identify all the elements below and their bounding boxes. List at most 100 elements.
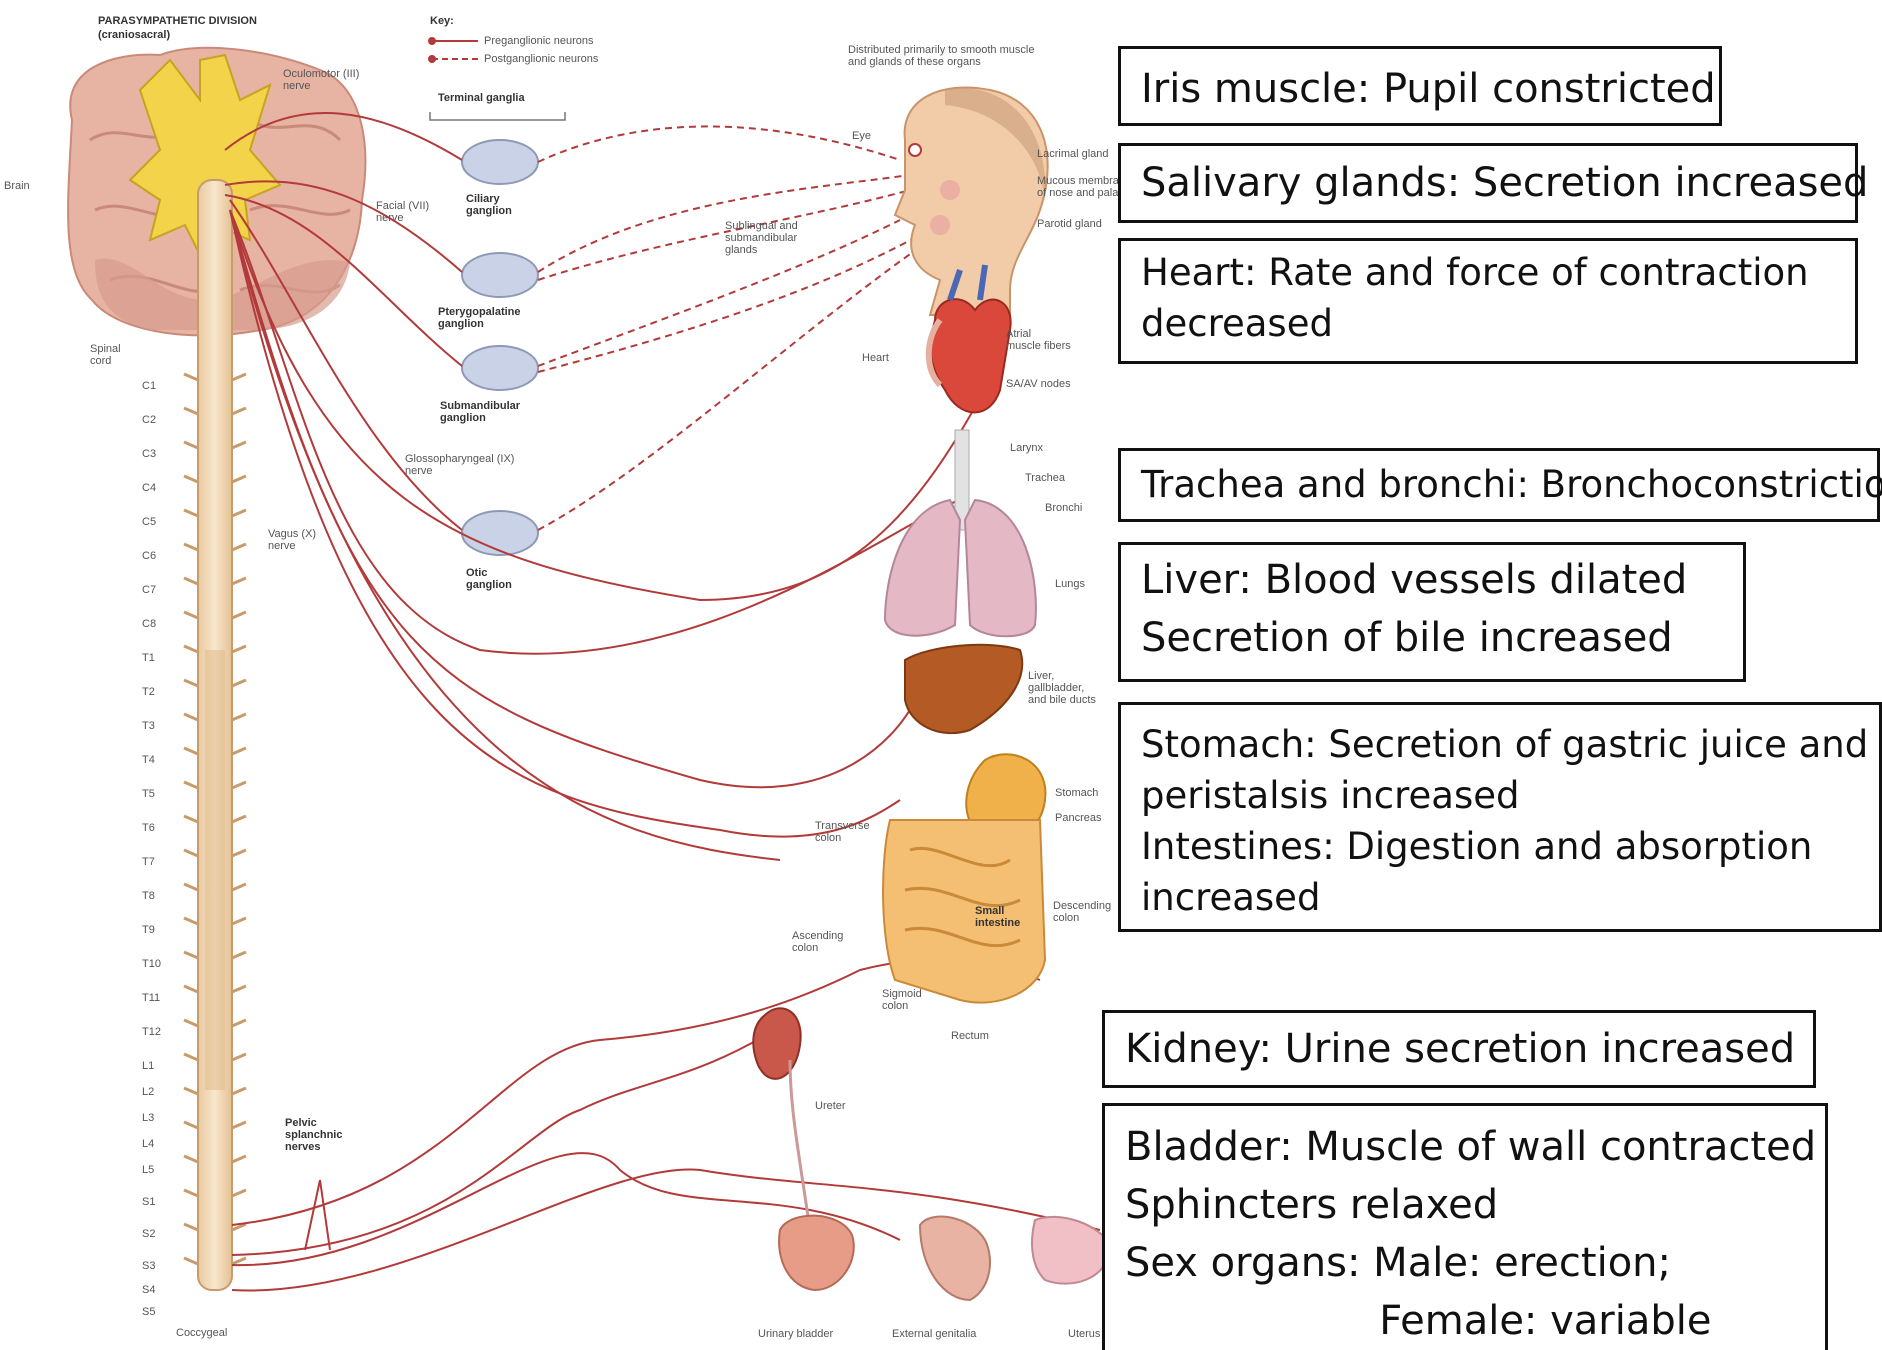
distributed-note: Distributed primarily to smooth muscle a… (848, 44, 1034, 68)
kidney-organ (753, 1008, 800, 1079)
terminal-ganglia-bracket (430, 112, 565, 120)
effect-line: Stomach: Secretion of gastric juice and (1141, 719, 1879, 770)
bladder-organ (779, 1216, 854, 1290)
segment-label: L3 (142, 1112, 154, 1124)
label-brain: Brain (4, 180, 30, 192)
segment-label: T9 (142, 924, 155, 936)
label-glossopharyngeal: Glossopharyngeal (IX) nerve (405, 453, 514, 477)
effect-box-bladder: Bladder: Muscle of wall contracted Sphin… (1102, 1103, 1828, 1350)
terminal-ganglia-label: Terminal ganglia (438, 92, 525, 104)
label-facial: Facial (VII) nerve (376, 200, 429, 224)
division-subtitle: (craniosacral) (98, 29, 170, 41)
effect-line: Female: variable (1125, 1292, 1825, 1350)
key-glyphs (429, 38, 478, 62)
effect-box-iris: Iris muscle: Pupil constricted (1118, 46, 1722, 126)
effect-line: Heart: Rate and force of contraction (1141, 247, 1855, 298)
uterus (1032, 1217, 1110, 1284)
label-small-intestine: Small intestine (975, 905, 1020, 929)
effect-line: Secretion of bile increased (1141, 609, 1743, 667)
segment-label: S1 (142, 1196, 155, 1208)
segment-label: T12 (142, 1026, 161, 1038)
label-lacrimal: Lacrimal gland (1037, 148, 1109, 160)
key-preganglionic: Preganglionic neurons (484, 35, 593, 47)
label-urinary-bladder: Urinary bladder (758, 1328, 833, 1340)
label-sublingual: Sublingual and submandibular glands (725, 220, 798, 256)
external-genitalia (920, 1217, 990, 1300)
segment-label: T4 (142, 754, 155, 766)
label-eye: Eye (852, 130, 871, 142)
effect-line: Kidney: Urine secretion increased (1125, 1013, 1813, 1085)
effect-line: Iris muscle: Pupil constricted (1141, 49, 1719, 129)
ciliary-ganglion (462, 140, 538, 184)
label-transverse: Transverse colon (815, 820, 870, 844)
pterygopalatine-ganglion (462, 253, 538, 297)
label-bronchi: Bronchi (1045, 502, 1082, 514)
label-larynx: Larynx (1010, 442, 1043, 454)
label-trachea: Trachea (1025, 472, 1065, 484)
segment-label: T3 (142, 720, 155, 732)
label-saav: SA/AV nodes (1006, 378, 1071, 390)
segment-label: L2 (142, 1086, 154, 1098)
label-submandibular: Submandibular ganglion (440, 400, 520, 424)
label-liver: Liver, gallbladder, and bile ducts (1028, 670, 1096, 706)
label-descending: Descending colon (1053, 900, 1111, 924)
effect-line: Liver: Blood vessels dilated (1141, 551, 1743, 609)
segment-label: C1 (142, 380, 156, 392)
segment-label: T5 (142, 788, 155, 800)
segment-label: C2 (142, 414, 156, 426)
label-atrial: Atrial muscle fibers (1006, 328, 1071, 352)
segment-label: C7 (142, 584, 156, 596)
label-parotid: Parotid gland (1037, 218, 1102, 230)
effect-box-kidney: Kidney: Urine secretion increased (1102, 1010, 1816, 1088)
digestive-tract (883, 754, 1045, 1002)
effect-line: Intestines: Digestion and absorption (1141, 821, 1879, 872)
segment-label: T11 (142, 992, 160, 1004)
effect-line: Sphincters relaxed (1125, 1176, 1825, 1234)
label-ciliary: Ciliary ganglion (466, 193, 512, 217)
head (895, 87, 1048, 315)
liver-organ (905, 645, 1022, 733)
segment-label: S5 (142, 1306, 155, 1318)
segment-label: T2 (142, 686, 155, 698)
effect-line: Sex organs: Male: erection; (1125, 1234, 1825, 1292)
effect-line: increased (1141, 872, 1879, 923)
effect-line: peristalsis increased (1141, 770, 1879, 821)
label-ascending: Ascending colon (792, 930, 843, 954)
label-spinal-cord: Spinal cord (90, 343, 121, 367)
segment-label: T8 (142, 890, 155, 902)
label-pelvic: Pelvic splanchnic nerves (285, 1117, 342, 1153)
segment-label: T7 (142, 856, 155, 868)
segment-label: C6 (142, 550, 156, 562)
ureter (790, 1060, 810, 1230)
segment-label: L1 (142, 1060, 154, 1072)
otic-ganglion (462, 511, 538, 555)
label-sigmoid: Sigmoid colon (882, 988, 922, 1012)
lungs (885, 430, 1036, 636)
segment-label: L4 (142, 1138, 154, 1150)
segment-label: S3 (142, 1260, 155, 1272)
label-vagus: Vagus (X) nerve (268, 528, 316, 552)
label-external-genitalia: External genitalia (892, 1328, 976, 1340)
division-title: PARASYMPATHETIC DIVISION (98, 15, 257, 27)
submandibular-ganglion (462, 346, 538, 390)
effect-box-salivary: Salivary glands: Secretion increased (1118, 143, 1858, 223)
effect-line: Trachea and bronchi: Bronchoconstriction (1141, 451, 1877, 519)
label-coccygeal: Coccygeal (176, 1327, 227, 1339)
effect-line: Salivary glands: Secretion increased (1141, 146, 1855, 220)
key-postganglionic: Postganglionic neurons (484, 53, 598, 65)
effect-box-heart: Heart: Rate and force of contraction dec… (1118, 238, 1858, 364)
effect-line: decreased (1141, 298, 1855, 349)
label-otic: Otic ganglion (466, 567, 512, 591)
effect-box-liver: Liver: Blood vessels dilated Secretion o… (1118, 542, 1746, 682)
segment-label: C8 (142, 618, 156, 630)
segment-label: C5 (142, 516, 156, 528)
label-rectum: Rectum (951, 1030, 989, 1042)
segment-label: T6 (142, 822, 155, 834)
label-pancreas: Pancreas (1055, 812, 1101, 824)
effect-box-stomach: Stomach: Secretion of gastric juice and … (1118, 702, 1882, 932)
segment-label: T1 (142, 652, 155, 664)
label-heart: Heart (862, 352, 889, 364)
segment-label: C3 (142, 448, 156, 460)
segment-label: C4 (142, 482, 156, 494)
effect-line: Bladder: Muscle of wall contracted (1125, 1118, 1825, 1176)
